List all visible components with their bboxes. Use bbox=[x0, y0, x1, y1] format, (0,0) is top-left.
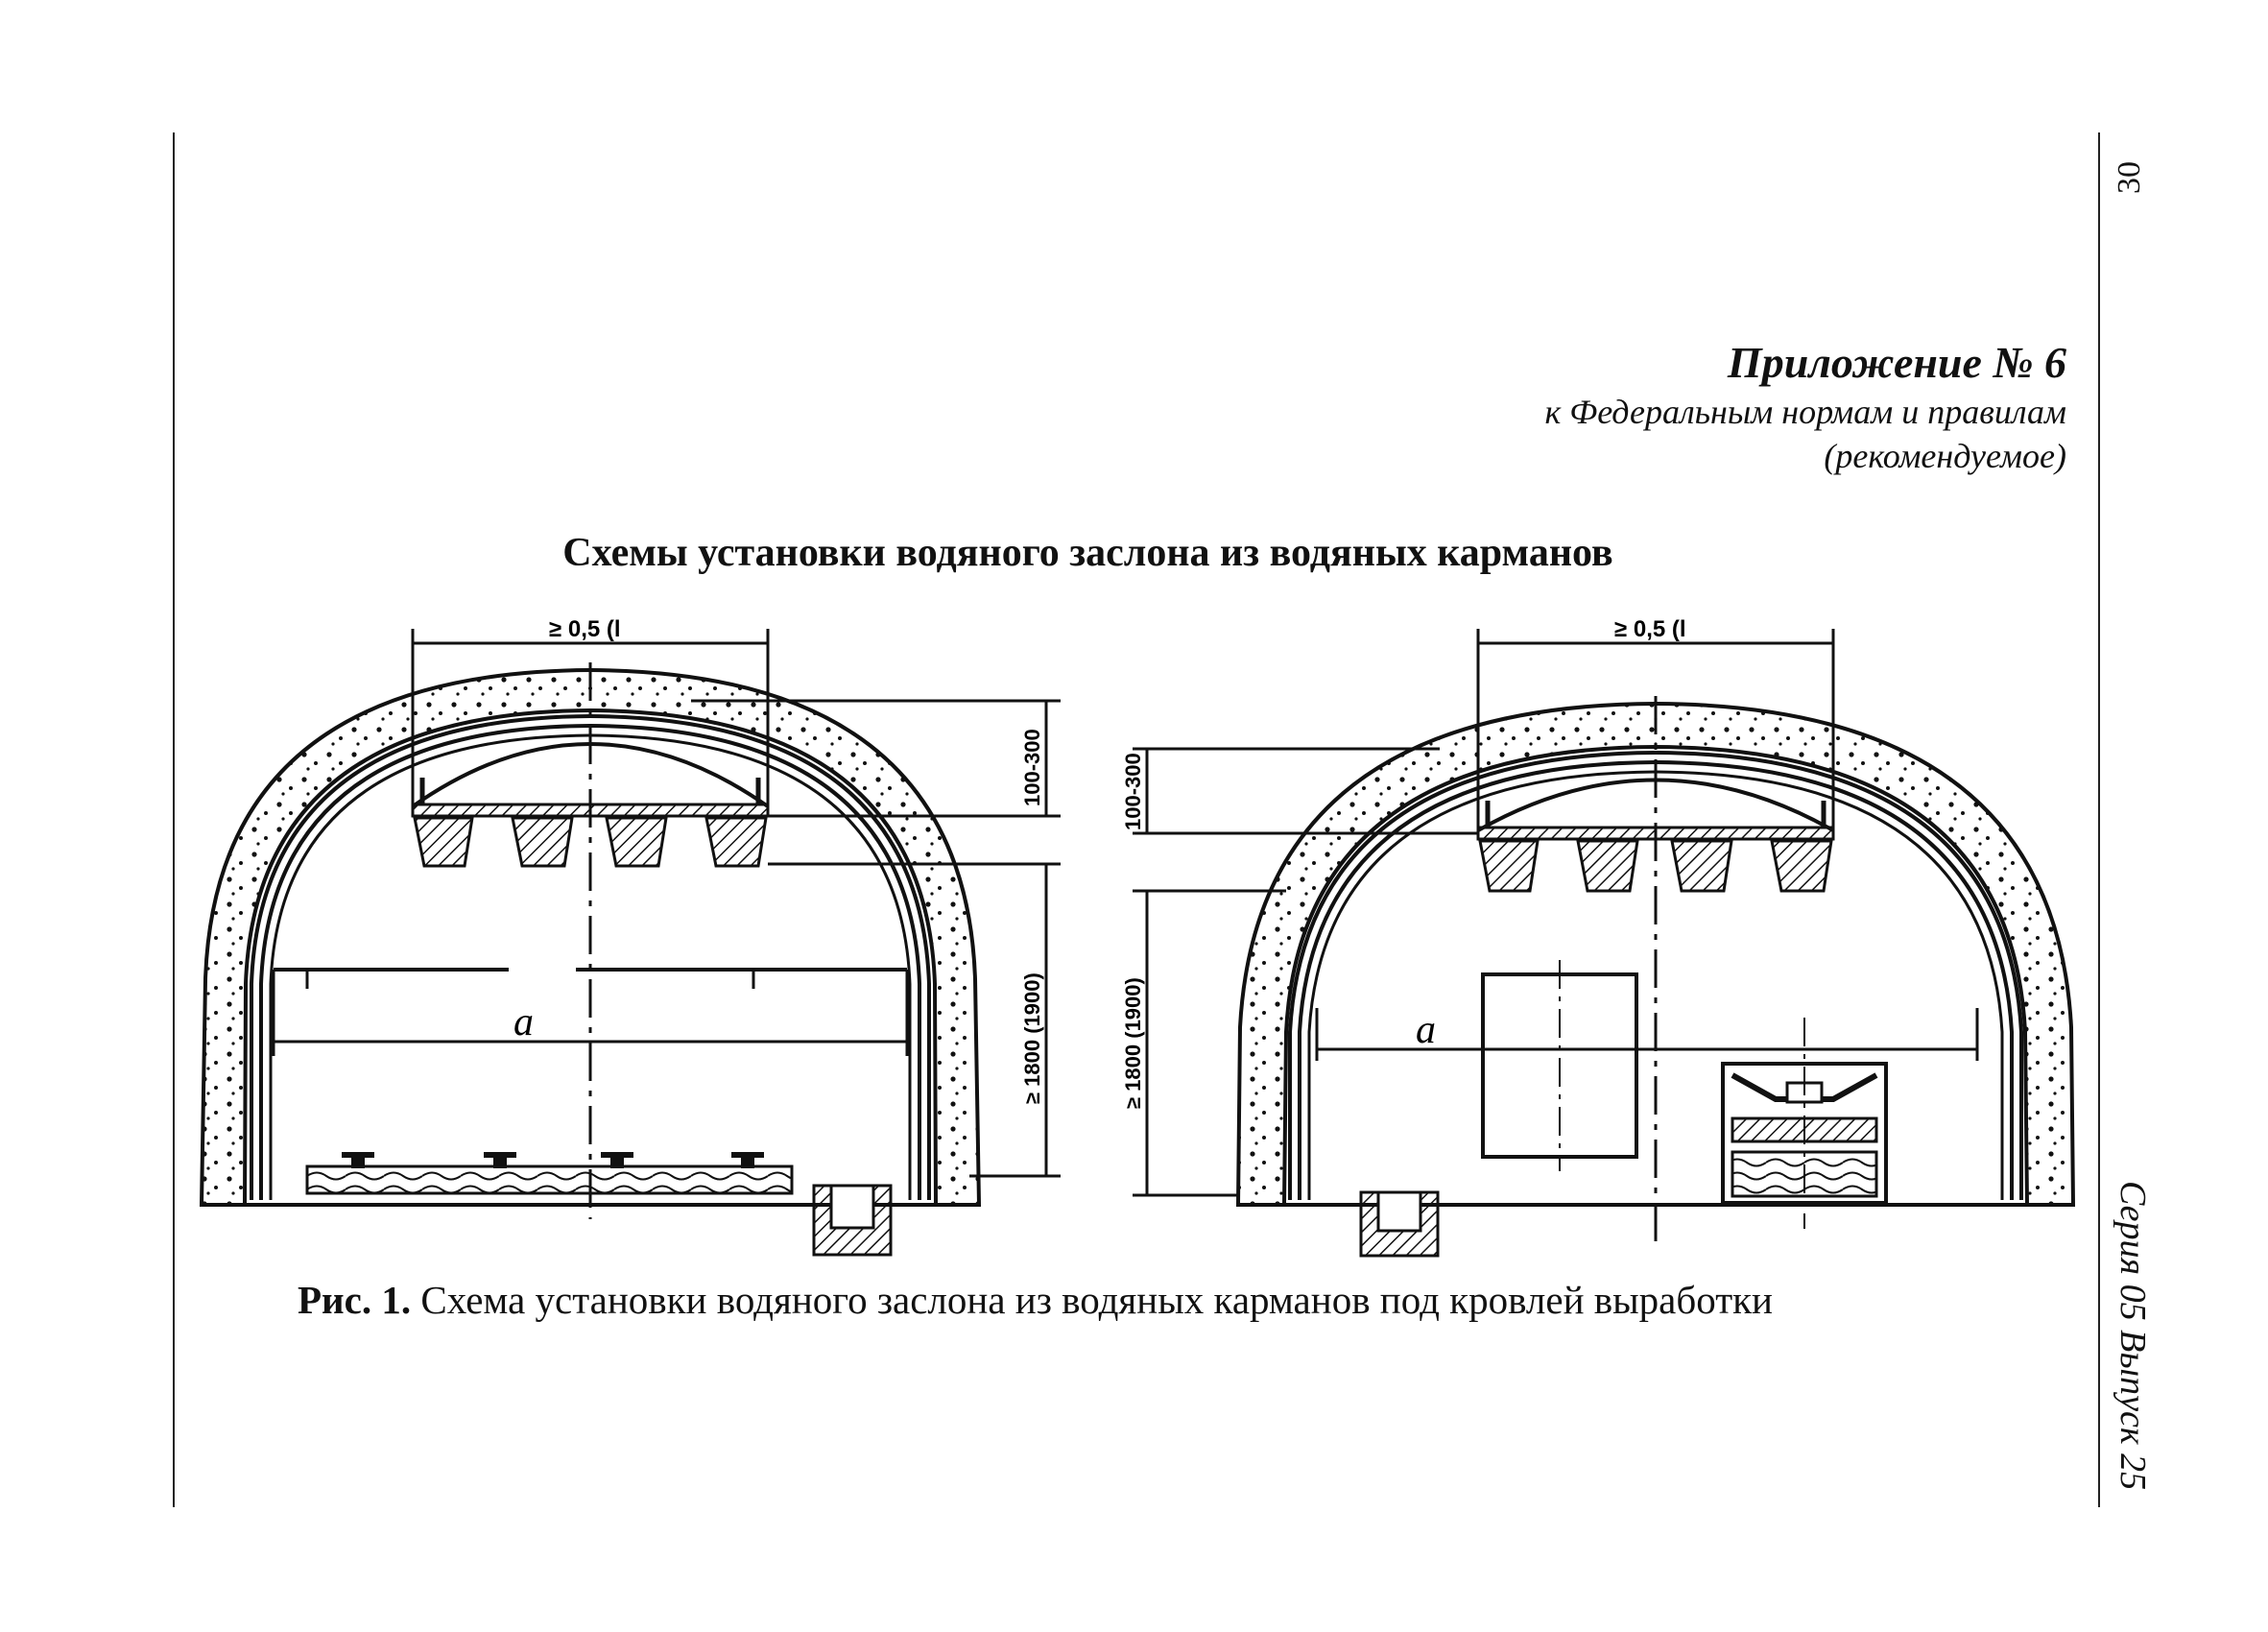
left-water-pocket-1 bbox=[413, 816, 474, 868]
right-water-pocket-2 bbox=[1576, 839, 1639, 893]
figure-caption-text: Схема установки водяного заслона из водя… bbox=[411, 1278, 1773, 1322]
left-water-pockets bbox=[413, 816, 768, 868]
right-water-pocket-4 bbox=[1770, 839, 1833, 893]
left-dim-vertical bbox=[691, 699, 1061, 1178]
right-arch-line-1 bbox=[1288, 750, 2023, 1200]
right-dim-vertical bbox=[1133, 747, 1478, 1197]
left-dim-top bbox=[411, 629, 770, 806]
figure-caption: Рис. 1. Схема установки водяного заслона… bbox=[298, 1277, 1773, 1323]
right-dim-top bbox=[1476, 629, 1835, 828]
right-dim-height-label: ≥ 1800 (1900) bbox=[1121, 977, 1145, 1109]
left-tunnel-figure: a ≥ 0,5 (l 100-300 ≥ 1800 (1900) bbox=[199, 616, 1061, 1257]
right-tunnel-figure: a ≥ 0,5 (l 100-300 ≥ 1800 (1900) bbox=[1121, 616, 2076, 1258]
right-dim-a-label: a bbox=[1416, 1008, 1436, 1052]
right-dim-a bbox=[1315, 1008, 1979, 1061]
right-margin-rule bbox=[2098, 132, 2100, 1507]
left-margin-rule bbox=[173, 132, 175, 1507]
right-drain-channel bbox=[1359, 1190, 1440, 1258]
figure-caption-label: Рис. 1. bbox=[298, 1278, 412, 1322]
left-dim-a bbox=[272, 968, 909, 1056]
left-dim-drop-label: 100-300 bbox=[1020, 729, 1044, 806]
left-water-pocket-3 bbox=[605, 816, 668, 868]
right-dim-top-label: ≥ 0,5 (l bbox=[1614, 616, 1686, 642]
series-label: Серия 05 Выпуск 25 bbox=[2113, 1181, 2153, 1491]
right-water-pocket-3 bbox=[1670, 839, 1733, 893]
left-outer-lining bbox=[199, 667, 982, 1207]
left-track-bed bbox=[305, 1164, 794, 1195]
right-dim-drop-label: 100-300 bbox=[1121, 753, 1145, 830]
left-rails bbox=[342, 1152, 764, 1168]
appendix-block: Приложение № 6 к Федеральным нормам и пр… bbox=[1544, 336, 2066, 478]
appendix-line-2: (рекомендуемое) bbox=[1824, 437, 2066, 475]
appendix-line-1: к Федеральным нормам и правилам bbox=[1544, 393, 2066, 431]
left-drain-channel bbox=[812, 1184, 893, 1257]
right-outer-lining bbox=[1235, 701, 2076, 1207]
appendix-title: Приложение № 6 bbox=[1727, 338, 2066, 387]
left-dim-a-label: a bbox=[513, 1000, 534, 1044]
left-dim-top-label: ≥ 0,5 (l bbox=[549, 616, 621, 642]
right-water-pocket-1 bbox=[1478, 839, 1540, 893]
page-heading: Схемы установки водяного заслона из водя… bbox=[0, 530, 2268, 576]
page-heading-text: Схемы установки водяного заслона из водя… bbox=[562, 531, 1613, 575]
left-water-pocket-2 bbox=[511, 816, 574, 868]
left-dim-height-label: ≥ 1800 (1900) bbox=[1020, 972, 1044, 1104]
right-water-pockets bbox=[1478, 839, 1833, 893]
left-water-pocket-4 bbox=[704, 816, 768, 868]
